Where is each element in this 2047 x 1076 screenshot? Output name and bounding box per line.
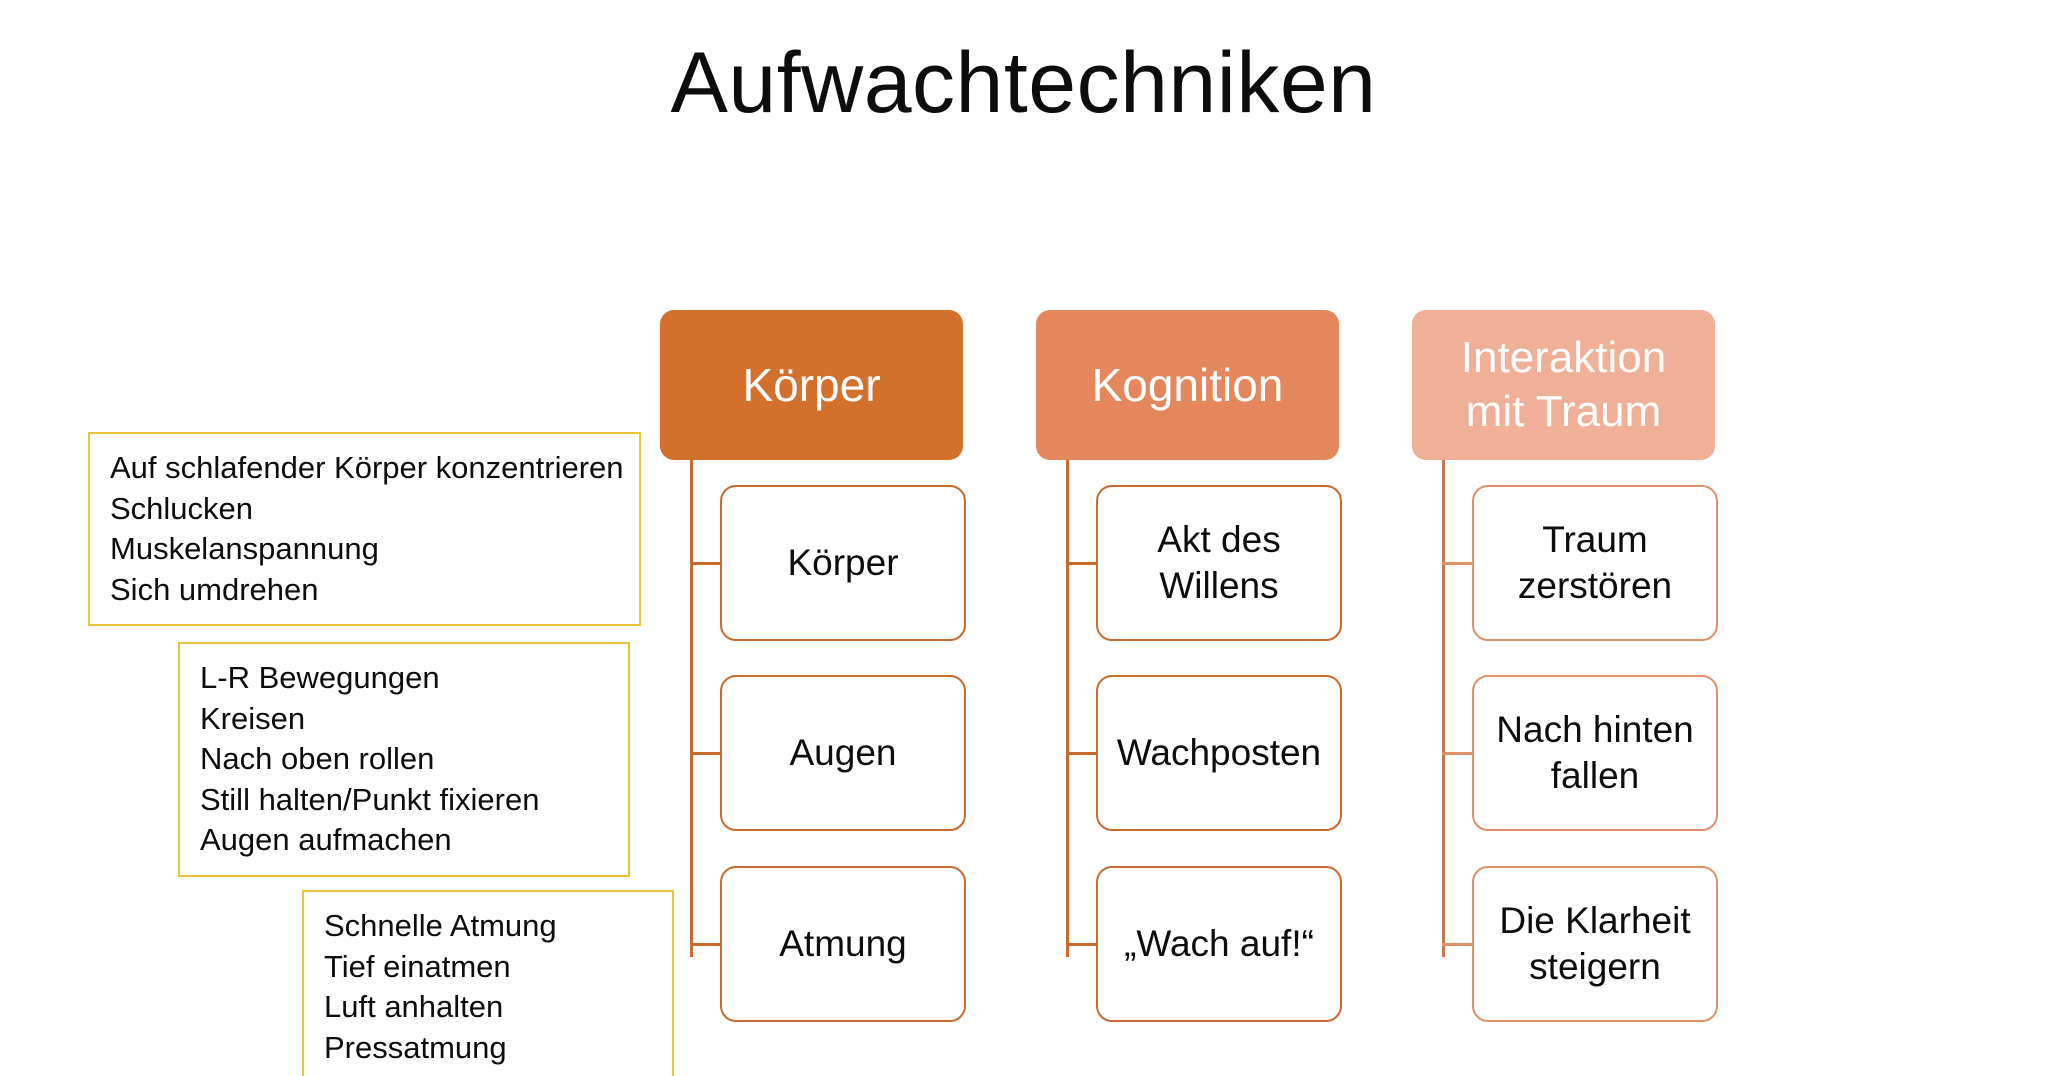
note-line: Tief einatmen [324, 948, 511, 984]
chart-column-interaktion: Interaktion mit Traum [1412, 310, 1715, 460]
node-koerper-1[interactable]: Körper [720, 485, 966, 641]
column-header-koerper[interactable]: Körper [660, 310, 963, 460]
connector-stub [690, 562, 720, 565]
column-header-kognition[interactable]: Kognition [1036, 310, 1339, 460]
node-kognition-2[interactable]: Wachposten [1096, 675, 1342, 831]
note-box-breathing: Schnelle Atmung Tief einatmen Luft anhal… [302, 890, 674, 1076]
node-interaktion-1[interactable]: Traum zerstören [1472, 485, 1718, 641]
page-title: Aufwachtechniken [670, 35, 1377, 131]
note-line: Sich umdrehen [110, 571, 319, 607]
node-koerper-3[interactable]: Atmung [720, 866, 966, 1022]
note-line: L-R Bewegungen [200, 660, 440, 695]
node-kognition-1[interactable]: Akt des Willens [1096, 485, 1342, 641]
connector-trunk-koerper [690, 460, 693, 957]
note-line: Kreisen [200, 700, 306, 736]
connector-stub [690, 752, 720, 755]
node-interaktion-2[interactable]: Nach hinten fallen [1472, 675, 1718, 831]
chart-column-koerper: Körper [660, 310, 963, 460]
connector-stub [1442, 943, 1472, 946]
node-kognition-3[interactable]: „Wach auf!“ [1096, 866, 1342, 1022]
note-line: Still halten/Punkt fixieren [200, 781, 540, 817]
note-box-body: Auf schlafender Körper konzentrieren Sch… [88, 432, 641, 626]
chart-column-kognition: Kognition [1036, 310, 1339, 460]
column-header-interaktion[interactable]: Interaktion mit Traum [1412, 310, 1715, 460]
note-line: Luft anhalten [324, 989, 504, 1024]
connector-stub [1066, 943, 1096, 946]
connector-stub [690, 943, 720, 946]
note-line: Schlucken [110, 490, 254, 526]
connector-stub [1442, 752, 1472, 755]
connector-stub [1442, 562, 1472, 565]
note-line: Schnelle Atmung [324, 908, 557, 943]
connector-stub [1066, 562, 1096, 565]
note-line: Auf schlafender Körper konzentrieren [110, 450, 624, 485]
note-line: Muskelanspannung [110, 531, 379, 566]
note-line: Pressatmung [324, 1029, 507, 1065]
note-line: Augen aufmachen [200, 822, 452, 857]
node-interaktion-3[interactable]: Die Klarheit steigern [1472, 866, 1718, 1022]
connector-stub [1066, 752, 1096, 755]
node-koerper-2[interactable]: Augen [720, 675, 966, 831]
note-box-eyes: L-R Bewegungen Kreisen Nach oben rollen … [178, 642, 630, 877]
note-line: Nach oben rollen [200, 741, 435, 776]
connector-trunk-kognition [1066, 460, 1069, 957]
connector-trunk-interaktion [1442, 460, 1445, 957]
